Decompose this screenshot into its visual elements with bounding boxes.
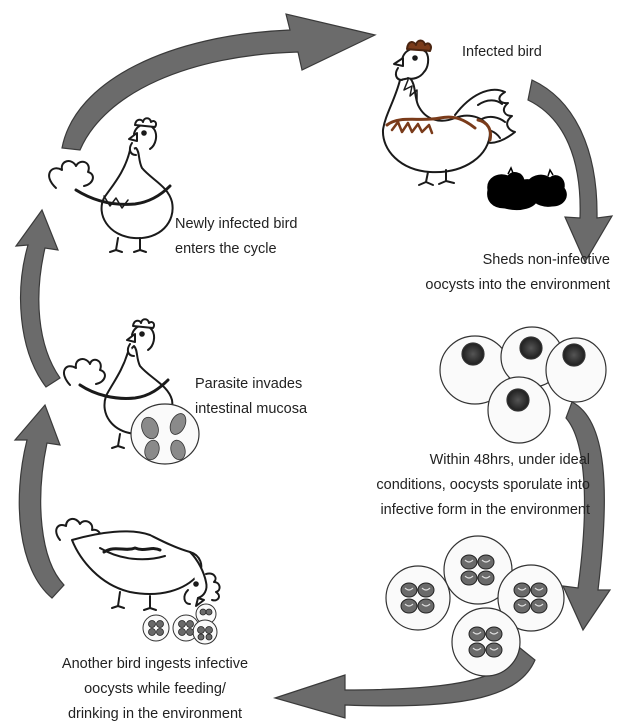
label-line: enters the cycle: [175, 237, 298, 262]
label-line: Another bird ingests infective: [30, 652, 280, 677]
label-line: Newly infected bird: [175, 212, 298, 237]
label-line: conditions, oocysts sporulate into: [300, 473, 590, 498]
label-infected-bird: Infected bird: [462, 40, 542, 65]
arrow-left-upper: [16, 210, 60, 387]
label-newly-infected: Newly infected bird enters the cycle: [175, 212, 298, 262]
label-line: Within 48hrs, under ideal: [300, 448, 590, 473]
label-line: Parasite invades: [195, 372, 307, 397]
label-line: intestinal mucosa: [195, 397, 307, 422]
label-line: drinking in the environment: [30, 702, 280, 727]
label-line: infective form in the environment: [300, 498, 590, 523]
label-sporulation: Within 48hrs, under ideal conditions, oo…: [300, 448, 590, 523]
arrow-right-upper: [528, 80, 612, 262]
droppings-illustration: [488, 168, 567, 210]
label-line: Infected bird: [462, 40, 542, 65]
feeding-bird-illustration: [56, 519, 219, 610]
label-line: oocysts while feeding/: [30, 677, 280, 702]
arrow-left-lower: [15, 405, 64, 598]
intestinal-mucosa-illustration: [131, 404, 199, 464]
label-sheds-oocysts: Sheds non-infective oocysts into the env…: [340, 248, 610, 298]
label-ingestion: Another bird ingests infective oocysts w…: [30, 652, 280, 727]
label-invasion: Parasite invades intestinal mucosa: [195, 372, 307, 422]
arrow-top: [62, 14, 375, 150]
label-line: Sheds non-infective: [340, 248, 610, 273]
label-line: oocysts into the environment: [340, 273, 610, 298]
sporulated-oocysts: [386, 536, 564, 676]
